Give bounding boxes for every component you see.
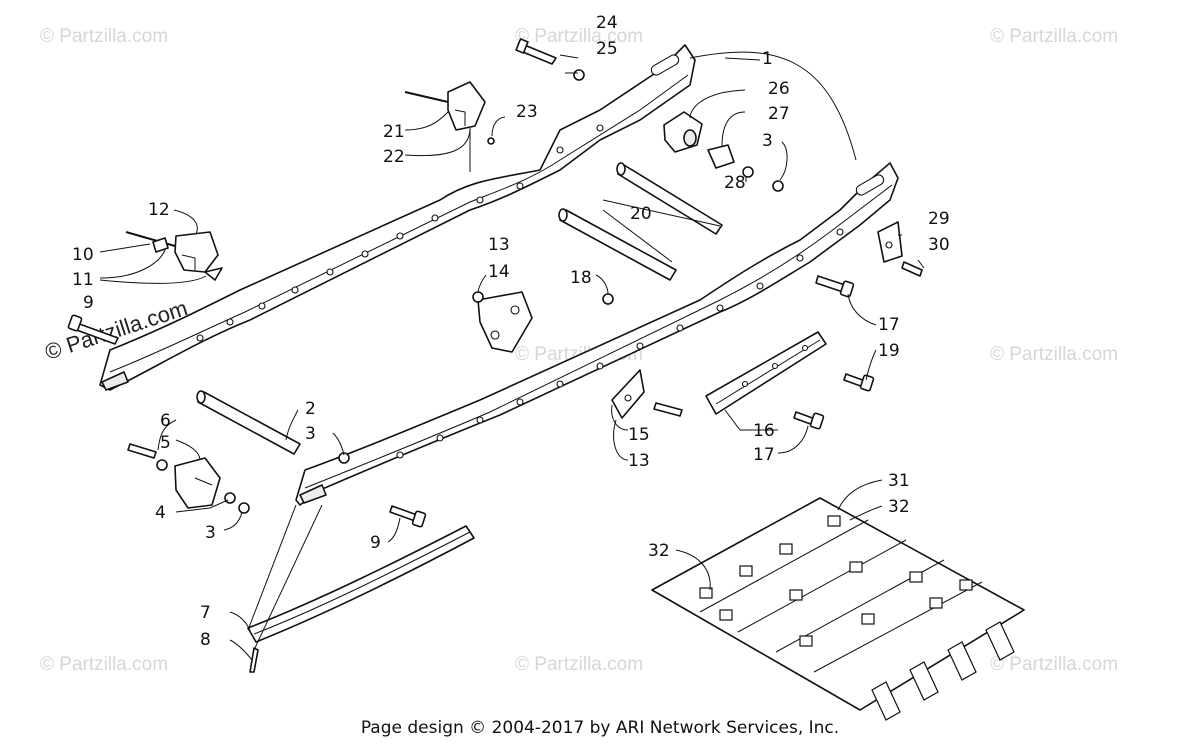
pin-21[interactable]: [404, 91, 449, 103]
nut-3-top[interactable]: [772, 180, 784, 192]
bracket-13-lower[interactable]: [611, 369, 645, 419]
callout-3[interactable]: 3: [305, 424, 316, 444]
washer-5[interactable]: [156, 459, 168, 471]
washer-3[interactable]: [224, 492, 236, 504]
screw-8[interactable]: [249, 647, 259, 673]
rail-left[interactable]: [99, 44, 696, 391]
watermark: © Partzilla.com: [515, 654, 643, 675]
callout-8[interactable]: 8: [200, 630, 211, 650]
rail-left-holes: [196, 124, 604, 342]
stopper-4[interactable]: [174, 457, 221, 509]
callout-3[interactable]: 3: [205, 523, 216, 543]
callout-20[interactable]: 20: [630, 204, 652, 224]
callout-7[interactable]: 7: [200, 603, 211, 623]
callout-9[interactable]: 9: [83, 293, 94, 313]
callout-3[interactable]: 3: [762, 131, 773, 151]
callout-30[interactable]: 30: [928, 235, 950, 255]
nut-23[interactable]: [487, 137, 495, 145]
callout-18[interactable]: 18: [570, 268, 592, 288]
callout-25[interactable]: 25: [596, 39, 618, 59]
bolt-17-lower[interactable]: [793, 411, 825, 430]
rear-block-22[interactable]: [447, 81, 486, 131]
callout-4[interactable]: 4: [155, 503, 166, 523]
nut-3-low[interactable]: [238, 502, 250, 514]
bracket-13-upper[interactable]: [477, 291, 533, 353]
page-footer: Page design © 2004-2017 by ARI Network S…: [360, 718, 840, 738]
bolt-19[interactable]: [843, 373, 875, 392]
callouts: 1 2 3 3 3 6 5 4 7 8 9 9 10 11 12 13 14 1…: [72, 13, 950, 650]
callout-12[interactable]: 12: [148, 200, 170, 220]
callout-6[interactable]: 6: [160, 411, 171, 431]
rail-right-tip: [299, 484, 327, 504]
cross-shaft-20-lower[interactable]: [558, 208, 677, 281]
callout-29[interactable]: 29: [928, 209, 950, 229]
watermark: © Partzilla.com: [40, 26, 168, 47]
callout-17[interactable]: 17: [753, 445, 775, 465]
callout-13[interactable]: 13: [628, 451, 650, 471]
wear-strip-7[interactable]: [247, 525, 475, 643]
callout-28[interactable]: 28: [724, 173, 746, 193]
callout-1[interactable]: 1: [762, 49, 773, 69]
track-clips-32[interactable]: [699, 515, 973, 647]
bolt-9-top[interactable]: [67, 314, 119, 345]
callout-10[interactable]: 10: [72, 245, 94, 265]
nut-28[interactable]: [742, 166, 754, 178]
watermark: © Partzilla.com: [515, 26, 643, 47]
watermark: © Partzilla.com: [990, 654, 1118, 675]
callout-23[interactable]: 23: [516, 102, 538, 122]
bolt-24[interactable]: [515, 38, 557, 65]
slide-16[interactable]: [705, 331, 827, 415]
callout-14[interactable]: 14: [488, 262, 510, 282]
callout-17[interactable]: 17: [878, 315, 900, 335]
rail-left-tip: [101, 371, 129, 391]
callout-27[interactable]: 27: [768, 104, 790, 124]
washer-25[interactable]: [573, 69, 585, 81]
callout-15[interactable]: 15: [628, 425, 650, 445]
bumper-12[interactable]: [174, 231, 219, 273]
nut-18[interactable]: [602, 293, 614, 305]
bolt-15[interactable]: [653, 402, 683, 417]
callout-13[interactable]: 13: [488, 235, 510, 255]
bolt-6[interactable]: [127, 443, 157, 459]
clip-11[interactable]: [152, 237, 223, 281]
leader-lines: [99, 51, 925, 661]
callout-31[interactable]: 31: [888, 471, 910, 491]
callout-9[interactable]: 9: [370, 533, 381, 553]
callout-21[interactable]: 21: [383, 122, 405, 142]
callout-24[interactable]: 24: [596, 13, 618, 33]
rail-right-holes: [396, 228, 844, 459]
callout-5[interactable]: 5: [160, 433, 171, 453]
pin-10[interactable]: [125, 231, 176, 247]
callout-19[interactable]: 19: [878, 341, 900, 361]
cross-shaft-2[interactable]: [196, 390, 301, 455]
callout-11[interactable]: 11: [72, 270, 94, 290]
track-31[interactable]: [651, 497, 1025, 721]
bolt-30[interactable]: [901, 261, 923, 277]
watermark: © Partzilla.com: [990, 26, 1118, 47]
spacer-27[interactable]: [707, 144, 735, 169]
bolt-9-low[interactable]: [389, 505, 427, 528]
callout-22[interactable]: 22: [383, 147, 405, 167]
callout-32[interactable]: 32: [648, 541, 670, 561]
cross-shaft-20-upper[interactable]: [616, 162, 723, 235]
nut-14[interactable]: [472, 291, 484, 303]
callout-26[interactable]: 26: [768, 79, 790, 99]
stopper-26[interactable]: [663, 111, 703, 153]
watermark: © Partzilla.com: [990, 344, 1118, 365]
callout-16[interactable]: 16: [753, 421, 775, 441]
bracket-29[interactable]: [877, 221, 903, 263]
bolt-17-upper[interactable]: [815, 275, 855, 298]
callout-2[interactable]: 2: [305, 399, 316, 419]
rail-right[interactable]: [295, 162, 899, 506]
watermark: © Partzilla.com: [40, 654, 168, 675]
callout-32[interactable]: 32: [888, 497, 910, 517]
